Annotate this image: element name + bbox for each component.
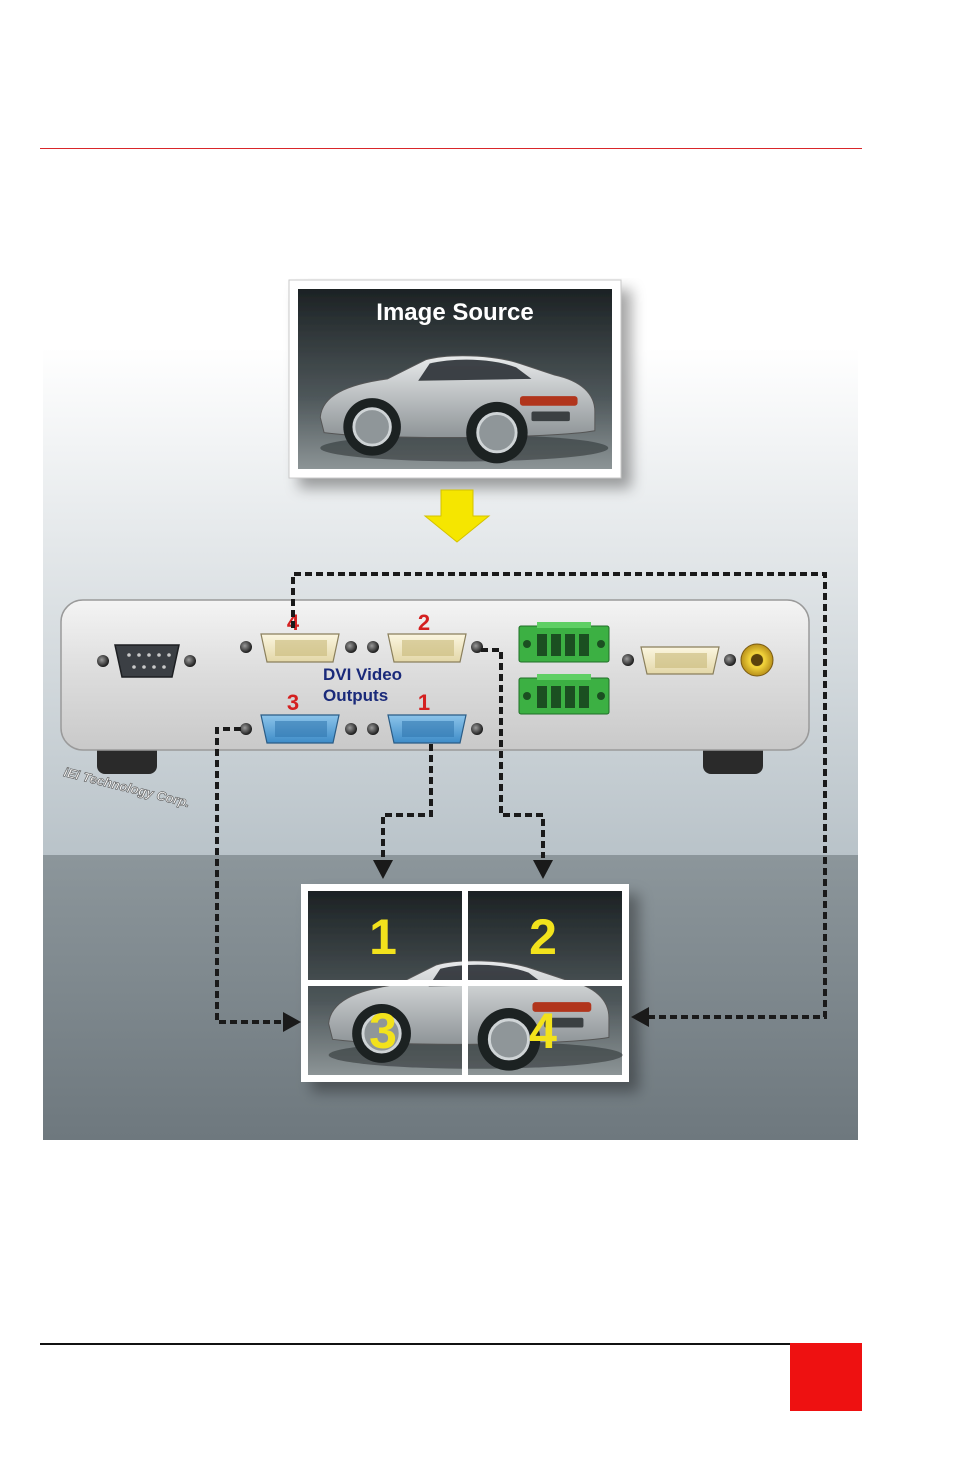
port-number-1: 1: [418, 690, 430, 715]
connection-line-3: [215, 727, 289, 1024]
arrowhead-to-tile-3: [283, 1012, 301, 1032]
dvi-outputs-label-line2: Outputs: [323, 686, 388, 705]
coax-connector: [740, 643, 774, 677]
terminal-block-upper: [518, 622, 610, 663]
image-source-card: [288, 279, 622, 479]
connection-line-1: [381, 744, 433, 858]
dvi-port-4: [240, 633, 357, 663]
terminal-block-lower: [518, 674, 610, 715]
connection-line-2: [481, 648, 545, 858]
port-number-3: 3: [287, 690, 299, 715]
tile-number-3: 3: [369, 1003, 397, 1059]
dvi-outputs-label-line1: DVI Video: [323, 665, 402, 684]
arrowhead-to-tile-4: [631, 1007, 649, 1027]
image-source-label: Image Source: [376, 299, 533, 326]
top-rule: [40, 148, 862, 149]
dvi-port-2: [367, 633, 483, 663]
port-number-2: 2: [418, 610, 430, 635]
arrowhead-to-tile-2: [533, 860, 553, 879]
dvi-port-3: [240, 714, 357, 744]
video-wall-diagram: Image Source: [43, 278, 858, 1140]
device-rear-panel: 4 2 3 1 DVI Video Outputs: [60, 599, 810, 774]
tile-number-4: 4: [529, 1003, 557, 1059]
connection-line-4: [291, 572, 827, 1019]
page-number-tab: [790, 1343, 862, 1411]
yellow-down-arrow: [423, 489, 491, 543]
bottom-rule: [40, 1343, 790, 1345]
dvi-port-1: [367, 714, 483, 744]
serial-port: [97, 644, 196, 678]
dvi-input-port: [622, 646, 736, 675]
tile-number-1: 1: [369, 909, 397, 965]
video-wall: [301, 884, 629, 1082]
tile-number-2: 2: [529, 909, 557, 965]
arrowhead-to-tile-1: [373, 860, 393, 879]
